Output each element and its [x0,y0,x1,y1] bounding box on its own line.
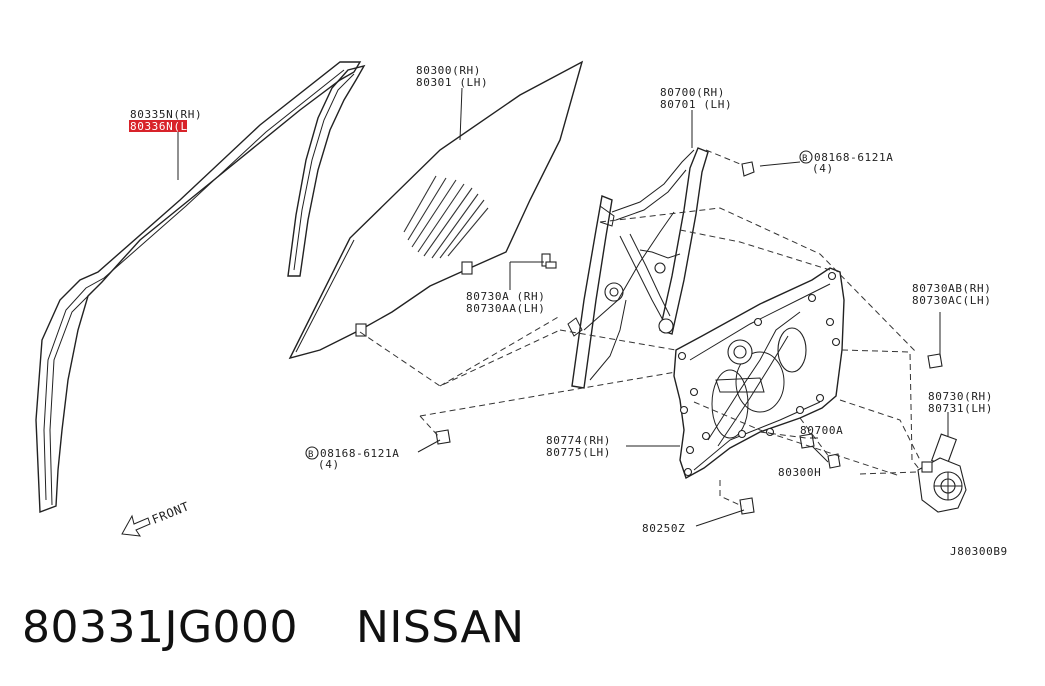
bolt-marker-left [305,446,319,460]
window-regulator [611,147,709,335]
bolt-marker-top [799,150,813,164]
label-regulator-rh: 80700(RH) [660,86,725,99]
label-bolt-left: 08168-6121A [320,447,399,460]
front-arrow: FRONT [121,499,192,537]
label-module-rh: 80774(RH) [546,434,611,447]
label-motor-bolt-rh: 80730AB(RH) [912,282,991,295]
label-motor-bolt-lh: 80730AC(LH) [912,294,991,307]
label-glass-rh: 80300(RH) [416,64,481,77]
label-80250z: 80250Z [642,522,685,535]
label-80300h: 80300H [778,466,821,479]
door-module-panel [673,267,845,480]
label-bolt-left-qty: (4) [318,458,340,471]
leader-lines [177,87,949,527]
bolts-and-clips [435,161,943,515]
label-module-lh: 80775(LH) [546,446,611,459]
assembly-lines [359,149,921,507]
regulator-motor [917,433,967,513]
regulator-rail [567,195,675,389]
label-80700a: 80700A [800,424,843,437]
part-labels: 80335N(RH) 80336N(LH) 80300(RH) 80301 (L… [129,64,1008,558]
label-bolt-top-qty: (4) [812,162,834,175]
glass-run-channel [35,61,366,513]
part-number-caption: 80331JG000 NISSAN [22,602,525,653]
highlight-box [129,120,187,132]
bolt-marker-left-letter: B [308,450,314,460]
label-motor-rh: 80730(RH) [928,390,993,403]
door-glass [288,60,584,360]
label-motor-lh: 80731(LH) [928,402,993,415]
label-bolt-top: 08168-6121A [814,151,893,164]
label-clip-lh: 80730AA(LH) [466,302,545,315]
label-glass-lh: 80301 (LH) [416,76,488,89]
bolt-marker-top-letter: B [802,154,808,164]
front-label: FRONT [150,499,192,527]
diagram-code: J80300B9 [950,545,1008,558]
label-glass-run-rh: 80335N(RH) [130,108,202,121]
label-clip-rh: 80730A (RH) [466,290,545,303]
parts-diagram: 80335N(RH) 80336N(LH) 80300(RH) 80301 (L… [35,60,1008,558]
label-regulator-lh: 80701 (LH) [660,98,732,111]
label-glass-run-lh: 80336N(LH) [130,120,202,133]
